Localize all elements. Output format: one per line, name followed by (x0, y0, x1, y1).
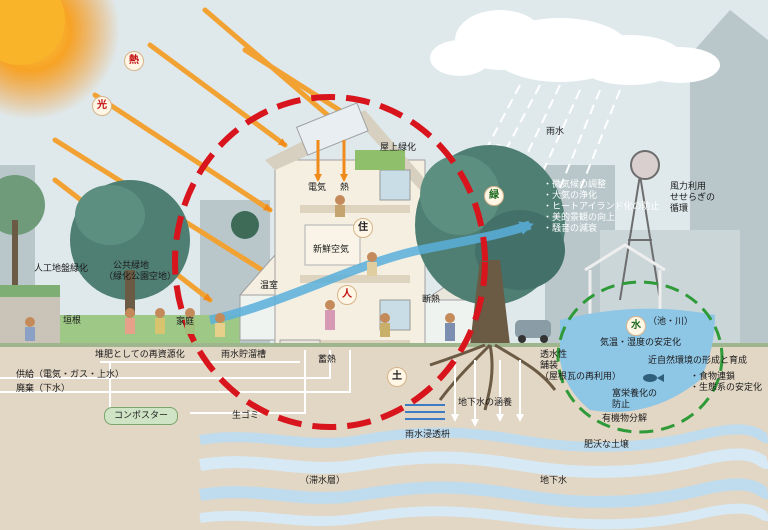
label-artificial-green: 人工地盤緑化 (34, 264, 89, 274)
green-effect-item: ・騒音の減衰 (543, 224, 598, 234)
person-badge: 人 (337, 285, 357, 305)
label-eutro2: 防止 (612, 400, 631, 410)
car-icon (515, 320, 551, 343)
label-permeable-3: （屋根瓦の再利用） (540, 372, 622, 382)
red-cycle-ring (172, 94, 488, 430)
infiltration-lines (405, 404, 445, 420)
label-eutrophication: 富栄養化の 防止 (612, 389, 657, 411)
park-tree (70, 180, 190, 330)
green-effect-item: ・大気の浄化 (543, 191, 598, 201)
recharge-arrows (451, 360, 524, 427)
heat-badge: 熱 (124, 51, 144, 71)
label-rain: 雨水 (546, 127, 565, 137)
label-garbage: 生ゴミ (232, 411, 260, 421)
label-park-sub: （緑化公園空地） (104, 272, 177, 282)
green-effect-item: ・微気候の調整 (543, 180, 607, 190)
green-badge: 緑 (484, 186, 504, 206)
composter-badge: コンポスター (104, 407, 178, 425)
water-badge: 水 (626, 316, 646, 336)
label-eutro1: 富栄養化の (612, 389, 658, 399)
label-eco2: ・食物連鎖 (690, 372, 736, 382)
label-eco3: ・生態系の安定化 (690, 383, 763, 393)
air-flow-arrow (209, 220, 534, 325)
label-greenhouse: 温室 (260, 281, 279, 291)
label-eco1: 近自然環境の形成と育成 (648, 356, 748, 366)
label-fresh-air: 新鮮空気 (313, 245, 350, 255)
label-wind-1: 風力利用 (670, 182, 707, 192)
green-cycle-ring (556, 280, 724, 434)
label-supply: 供給（電気・ガス・上水） (16, 370, 125, 380)
green-effect-item: ・ヒートアイランド化の防止 (543, 202, 660, 212)
label-infiltration: 雨水浸透枡 (405, 430, 451, 440)
label-waste: 廃棄（下水） (16, 384, 71, 394)
label-park: 公共緑地 (113, 261, 150, 271)
label-insulation: 断熱 (422, 295, 441, 305)
utility-lines (0, 350, 351, 414)
label-heat-in: 熱 (340, 183, 350, 193)
label-groundwater-recharge: 地下水の涵養 (458, 398, 513, 408)
label-fertile-soil: 肥沃な土壌 (584, 440, 630, 450)
cloud-icon (430, 10, 720, 85)
label-family: 家庭 (176, 317, 195, 327)
label-organic: 有機物分解 (602, 414, 648, 424)
label-eco-list: ・食物連鎖 ・生態系の安定化 (690, 372, 762, 394)
label-groundwater: 地下水 (540, 476, 568, 486)
tree-roots (429, 343, 557, 411)
label-permeable-2: 舗装 (540, 361, 559, 371)
pond (560, 308, 715, 412)
label-climate: 気温・湿度の安定化 (600, 338, 682, 348)
light-badge: 光 (92, 96, 112, 116)
label-electricity: 電気 (308, 183, 327, 193)
label-wind: 風力利用 せせらぎの 循環 (670, 182, 715, 215)
green-effects-list: ・微気候の調整 ・大気の浄化 ・ヒートアイランド化の防止 ・美的景観の向上 ・騒… (543, 180, 660, 235)
people-figures (25, 195, 455, 341)
heat-arrows (314, 140, 348, 182)
aquifer-bands (199, 424, 768, 530)
label-hedge: 垣根 (63, 316, 82, 326)
live-badge: 住 (353, 218, 373, 238)
water-title: 水（池・川） (626, 313, 694, 336)
label-heat-storage: 蓄熱 (318, 355, 337, 365)
earth-badge: 土 (387, 367, 407, 387)
label-aquifer: （滞水層） (300, 476, 346, 486)
label-permeable: 透水性 舗装 （屋根瓦の再利用） (540, 350, 621, 383)
label-roof-green: 屋上緑化 (380, 143, 417, 153)
green-effect-item: ・美的景観の向上 (543, 213, 616, 223)
label-permeable-1: 透水性 (540, 350, 568, 360)
fish-icon (643, 374, 664, 382)
water-title-suffix: （池・川） (648, 317, 694, 327)
windmill-icon (619, 150, 661, 301)
label-wind-2: せせらぎの (670, 193, 716, 203)
label-rain-tank: 雨水貯溜槽 (221, 350, 267, 360)
label-wind-3: 循環 (670, 204, 689, 214)
label-compost-reuse: 堆肥としての再資源化 (95, 350, 185, 360)
